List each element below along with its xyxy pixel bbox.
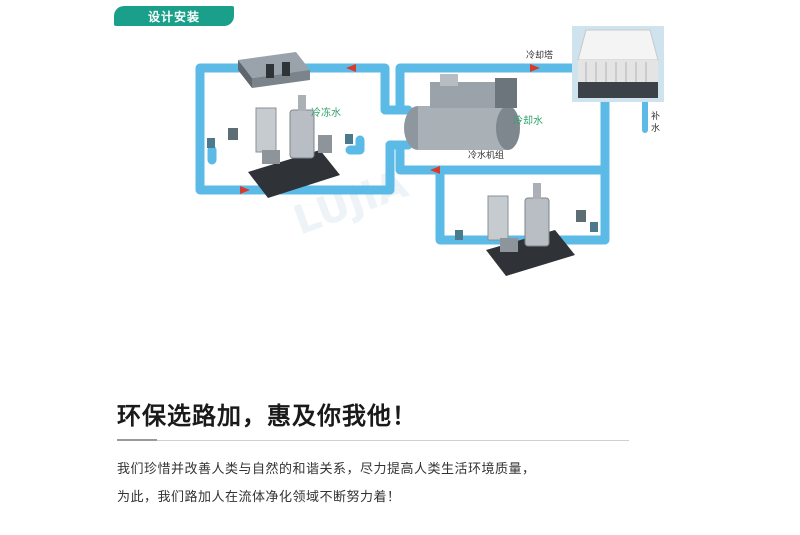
valves xyxy=(207,128,598,240)
filter-station-left xyxy=(248,95,340,198)
divider-line xyxy=(117,440,629,441)
label-cooling-water: 冷却水 xyxy=(513,114,543,127)
flow-arrow xyxy=(240,186,250,194)
headline: 环保选路加，惠及你我他！ xyxy=(117,402,417,430)
cooling-system-diagram: LUJIA xyxy=(195,26,664,276)
paragraph-line-1: 我们珍惜并改善人类与自然的和谐关系，尽力提高人类生活环境质量， xyxy=(117,462,536,477)
section-badge: 设计安装 xyxy=(114,6,234,26)
label-makeup-water-2: 水 xyxy=(651,122,660,134)
label-chilled-water: 冷冻水 xyxy=(311,106,341,119)
flow-arrow xyxy=(530,64,540,72)
paragraph-line-2: 为此，我们路加人在流体净化领域不断努力着！ xyxy=(117,490,401,505)
label-cooling-tower: 冷却塔 xyxy=(526,49,553,61)
divider-accent xyxy=(117,439,157,441)
label-chiller-unit: 冷水机组 xyxy=(468,149,504,161)
flow-arrow xyxy=(430,166,440,174)
chiller-unit xyxy=(404,74,520,150)
filter-station-bottom xyxy=(486,183,575,276)
flow-arrow xyxy=(346,64,356,72)
flow-arrows xyxy=(240,64,540,194)
label-makeup-water-1: 补 xyxy=(651,110,660,122)
cooling-tower xyxy=(572,26,664,102)
fan-coil-unit xyxy=(238,52,310,88)
